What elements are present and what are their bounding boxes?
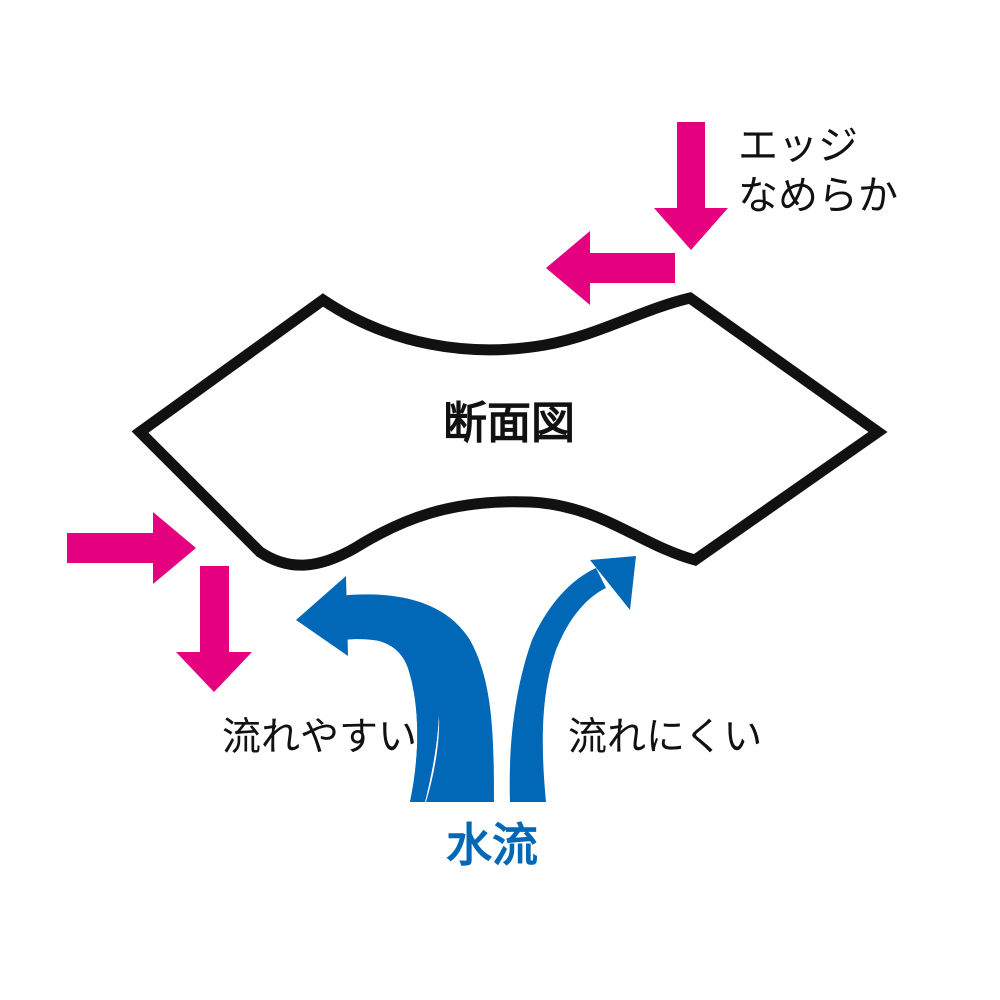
cross-section-label: 断面図 <box>443 398 575 449</box>
edge-label-line2: なめらか <box>738 173 898 219</box>
edge-label-line1: エッジ <box>738 123 858 169</box>
water-flow-label: 水流 <box>446 818 538 872</box>
edge-arrow-down-top-right <box>654 122 728 250</box>
flows-poorly-label: 流れにくい <box>568 715 763 760</box>
flows-easily-label: 流れやすい <box>222 715 418 760</box>
flow-arrow-left-easy <box>296 576 494 802</box>
edge-arrow-left-top-right <box>546 231 675 305</box>
cross-section-outline <box>131 292 888 571</box>
edge-arrow-down-bottom-left <box>176 566 252 692</box>
flow-arrow-right-hard <box>509 556 636 802</box>
edge-arrow-right-bottom-left <box>67 512 196 584</box>
